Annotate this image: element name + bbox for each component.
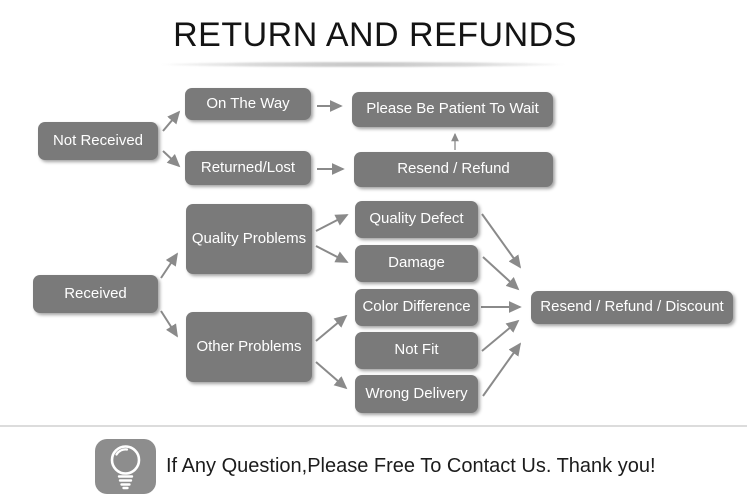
edge-wrong-delivery-to-final (482, 342, 522, 397)
edge-not-received-to-on-the-way (162, 110, 181, 132)
edge-quality-problems-to-damage (315, 245, 349, 263)
node-returned-lost: Returned/Lost (185, 151, 311, 185)
node-received: Received (33, 275, 158, 313)
edge-not-fit-to-final (481, 319, 520, 352)
edge-other-problems-to-color-difference (315, 314, 348, 342)
node-color-difference: Color Difference (355, 289, 478, 326)
node-wrong-delivery: Wrong Delivery (355, 375, 478, 413)
node-quality-problems: Quality Problems (186, 204, 312, 274)
edge-quality-defect-to-final (481, 213, 522, 269)
page-title: RETURN AND REFUNDS (173, 16, 577, 54)
edge-received-to-quality-problems (160, 252, 178, 279)
edge-quality-problems-to-quality-defect (315, 214, 349, 232)
node-resend-refund: Resend / Refund (354, 152, 553, 187)
node-on-the-way: On The Way (185, 88, 311, 120)
node-quality-defect: Quality Defect (355, 201, 478, 238)
edge-received-to-other-problems (160, 310, 178, 338)
title-underline-decoration (160, 62, 566, 67)
node-other-problems: Other Problems (186, 312, 312, 382)
edge-other-problems-to-wrong-delivery (315, 361, 348, 390)
node-not-received: Not Received (38, 122, 158, 160)
node-damage: Damage (355, 245, 478, 282)
edge-not-received-to-returned-lost (162, 150, 181, 168)
edge-damage-to-final (482, 256, 520, 291)
node-resend-refund-discount: Resend / Refund / Discount (531, 291, 733, 324)
footer-divider (0, 425, 747, 427)
node-not-fit: Not Fit (355, 332, 478, 369)
lightbulb-icon (95, 439, 156, 494)
node-please-be-patient-to-wait: Please Be Patient To Wait (352, 92, 553, 127)
footer-message: If Any Question,Please Free To Contact U… (166, 454, 656, 477)
